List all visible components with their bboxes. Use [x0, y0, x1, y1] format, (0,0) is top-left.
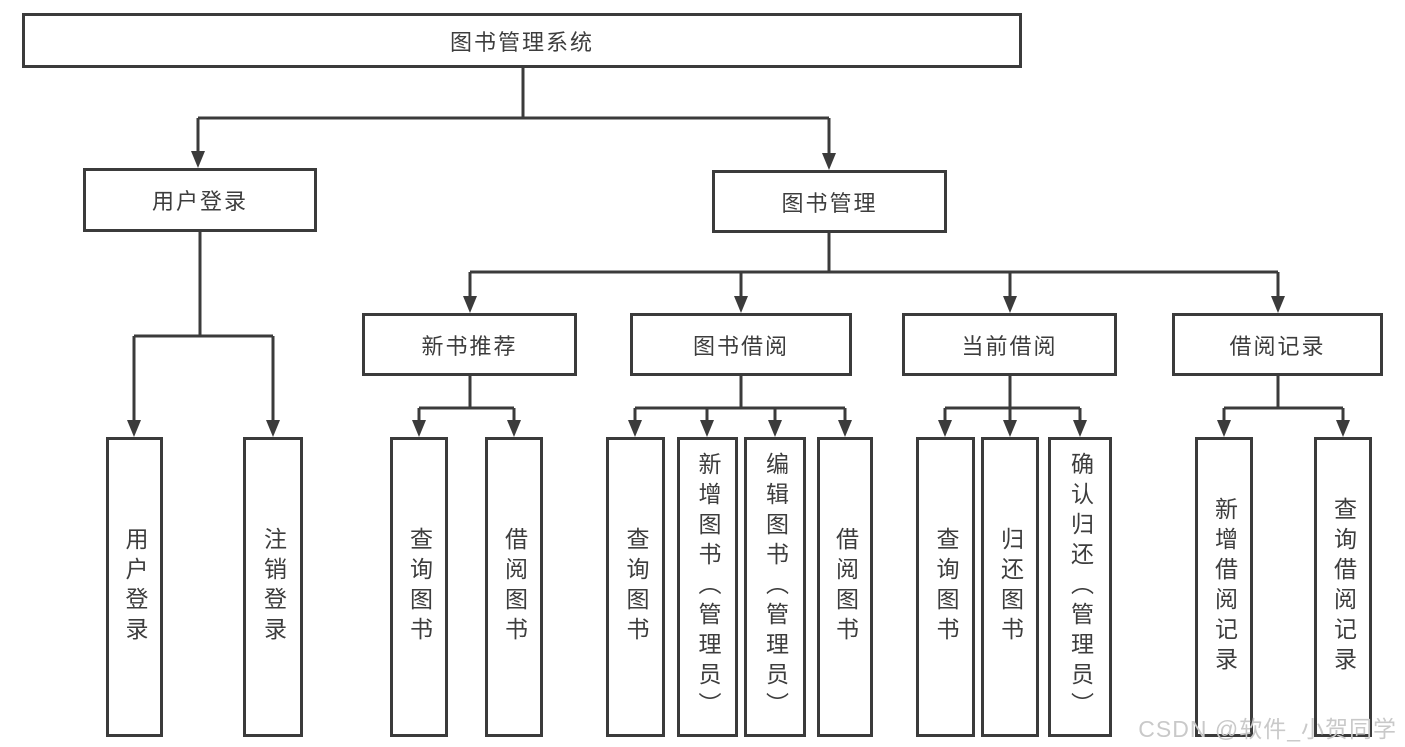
arrowhead-icon	[1073, 420, 1087, 437]
arrowhead-icon	[127, 420, 141, 437]
arrowhead-icon	[700, 420, 714, 437]
arrowhead-icon	[412, 420, 426, 437]
leaf-label: 注销登录	[260, 527, 287, 647]
leaf-label: 借阅图书	[832, 527, 859, 647]
leaf-label: 归还图书	[997, 527, 1024, 647]
arrowhead-icon	[822, 153, 836, 170]
arrowhead-icon	[734, 296, 748, 313]
leaf-borrow-books-recommend: 借阅图书	[485, 437, 543, 737]
leaf-label: 查询图书	[933, 527, 959, 647]
leaf-label: 新增借阅记录	[1211, 497, 1238, 677]
connector-line	[132, 232, 275, 422]
leaf-label: 编辑图书（管理员）	[762, 452, 789, 722]
leaf-add-books-admin: 新增图书（管理员）	[677, 437, 738, 737]
connector-new-book-recommendation-to-leaves	[412, 376, 521, 437]
leaf-edit-books-admin: 编辑图书（管理员）	[744, 437, 806, 737]
leaf-user-login: 用户登录	[106, 437, 163, 737]
arrowhead-icon	[463, 296, 477, 313]
connector-line	[633, 376, 847, 422]
connector-book-management-to-level3	[463, 233, 1285, 313]
node-current-borrowing: 当前借阅	[902, 313, 1117, 376]
leaf-label: 用户登录	[122, 527, 148, 647]
leaf-label: 查询图书	[623, 527, 649, 647]
node-book-borrowing: 图书借阅	[630, 313, 852, 376]
connector-user-login-to-leaves	[127, 232, 280, 437]
connector-book-borrowing-to-leaves	[628, 376, 852, 437]
arrowhead-icon	[1271, 296, 1285, 313]
leaf-logout-login: 注销登录	[243, 437, 303, 737]
arrowhead-icon	[266, 420, 280, 437]
leaf-add-borrow-record: 新增借阅记录	[1195, 437, 1253, 737]
leaf-query-books-current: 查询图书	[916, 437, 975, 737]
leaf-query-books-recommend: 查询图书	[390, 437, 448, 737]
connector-borrowing-records-to-leaves	[1217, 376, 1350, 437]
csdn-watermark: CSDN @软件_小贺同学	[1138, 716, 1397, 742]
connector-line	[468, 233, 1280, 298]
leaf-return-books: 归还图书	[981, 437, 1039, 737]
leaf-label: 借阅图书	[501, 527, 528, 647]
arrowhead-icon	[191, 151, 205, 168]
leaf-query-borrow-record: 查询借阅记录	[1314, 437, 1372, 737]
node-book-management: 图书管理	[712, 170, 947, 233]
node-borrowing-records: 借阅记录	[1172, 313, 1383, 376]
connector-line	[196, 67, 831, 155]
leaf-label: 查询图书	[406, 527, 433, 647]
arrowhead-icon	[938, 420, 952, 437]
leaf-borrow-books: 借阅图书	[817, 437, 873, 737]
connector-line	[417, 376, 516, 422]
node-library-management-system: 图书管理系统	[22, 13, 1022, 68]
connector-line	[1222, 376, 1345, 422]
arrowhead-icon	[1336, 420, 1350, 437]
connector-line	[943, 376, 1082, 422]
arrowhead-icon	[1003, 420, 1017, 437]
arrowhead-icon	[768, 420, 782, 437]
arrowhead-icon	[507, 420, 521, 437]
arrowhead-icon	[1217, 420, 1231, 437]
connector-root-to-level2	[191, 67, 836, 170]
arrowhead-icon	[628, 420, 642, 437]
node-new-book-recommendation: 新书推荐	[362, 313, 577, 376]
leaf-query-books-borrowing: 查询图书	[606, 437, 665, 737]
arrowhead-icon	[838, 420, 852, 437]
node-user-login: 用户登录	[83, 168, 317, 232]
connector-current-borrowing-to-leaves	[938, 376, 1087, 437]
leaf-label: 确认归还（管理员）	[1067, 452, 1094, 722]
leaf-confirm-return-admin: 确认归还（管理员）	[1048, 437, 1112, 737]
leaf-label: 查询借阅记录	[1330, 497, 1357, 677]
leaf-label: 新增图书（管理员）	[695, 452, 721, 722]
arrowhead-icon	[1003, 296, 1017, 313]
